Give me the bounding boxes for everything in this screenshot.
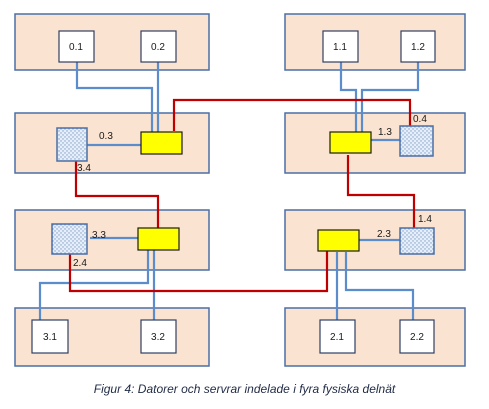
switch-row2-right xyxy=(329,131,372,154)
node-1-1-box xyxy=(322,30,359,63)
port-label-3-4: 3.4 xyxy=(77,163,91,174)
node-1-2-label: 1.2 xyxy=(411,42,425,53)
blue-links xyxy=(38,62,420,320)
port-label-0-4: 0.4 xyxy=(413,114,427,125)
dotted-node-right-row3 xyxy=(399,227,435,255)
node-2-2-box xyxy=(399,319,435,354)
switch-row3-right xyxy=(317,229,360,252)
figure-caption: Figur 4: Datorer och servrar indelade i … xyxy=(93,382,396,396)
node-1-2-box xyxy=(400,30,436,63)
panel-top-left xyxy=(14,13,210,71)
panel-bottom-right xyxy=(284,307,466,367)
port-label-2-4: 2.4 xyxy=(73,258,87,269)
node-3-2-box xyxy=(140,319,177,354)
node-0-1-box xyxy=(58,30,95,63)
panel-row2-right xyxy=(284,112,466,174)
node-0-2-box xyxy=(140,30,177,63)
node-2-1-label: 2.1 xyxy=(330,332,344,343)
port-label-1-4: 1.4 xyxy=(418,214,432,225)
red-links xyxy=(68,98,416,293)
switch-row3-left xyxy=(137,227,180,251)
port-label-0-3: 0.3 xyxy=(99,131,113,142)
node-3-2-label: 3.2 xyxy=(151,332,165,343)
network-diagram: 0.1 0.2 1.1 1.2 3.1 3.2 2.1 2.2 0.3 0.4 … xyxy=(14,13,466,367)
node-1-1-label: 1.1 xyxy=(333,42,347,53)
port-label-3-3: 3.3 xyxy=(92,230,106,241)
node-0-2-label: 0.2 xyxy=(151,42,165,53)
node-2-1-box xyxy=(319,319,356,354)
panel-top-right xyxy=(284,13,466,71)
port-label-2-3: 2.3 xyxy=(377,229,391,240)
node-3-1-label: 3.1 xyxy=(43,332,57,343)
panel-row3-left xyxy=(14,209,210,271)
dotted-node-left-row3 xyxy=(51,223,88,255)
port-label-1-3: 1.3 xyxy=(378,127,392,138)
dotted-node-right-row2 xyxy=(399,125,434,157)
switch-row2-left xyxy=(140,131,183,155)
dotted-node-left-row2 xyxy=(56,127,88,162)
node-2-2-label: 2.2 xyxy=(410,332,424,343)
node-3-1-box xyxy=(31,319,69,354)
node-0-1-label: 0.1 xyxy=(69,42,83,53)
